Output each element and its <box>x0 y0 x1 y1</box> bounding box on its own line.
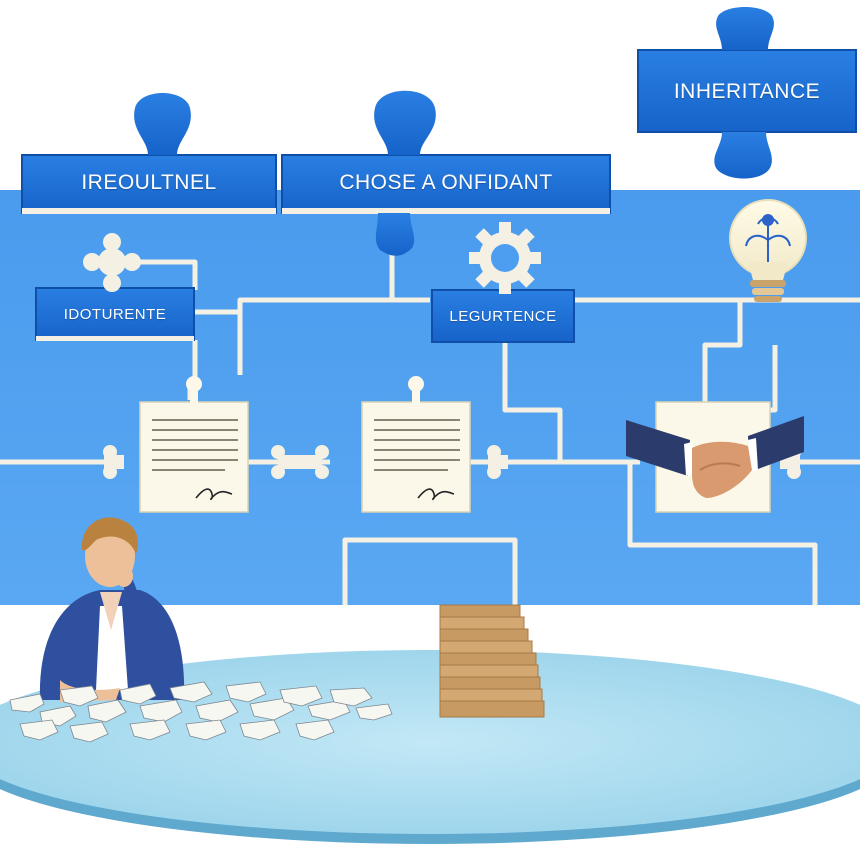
bone-connector-icon <box>487 445 508 479</box>
puzzle-pile <box>9 681 393 743</box>
handshake-icon <box>626 401 804 513</box>
label-top-left: IREOULTNEL <box>81 170 217 194</box>
tile-inheritance <box>637 7 857 179</box>
tile-top-left <box>21 93 277 214</box>
gear-icon <box>469 222 541 294</box>
label-mid-center: LEGURTENCE <box>449 307 557 325</box>
background-wall <box>0 190 860 605</box>
document-icon <box>139 376 249 513</box>
label-top-center: CHOSE A ONFIDANT <box>339 170 553 194</box>
label-mid-left: IDOTURENTE <box>63 305 167 323</box>
bone-connector-icon <box>271 445 329 479</box>
label-inheritance: INHERITANCE <box>673 80 821 103</box>
document-icon <box>361 376 471 513</box>
stairs-icon <box>439 604 545 718</box>
puzzle-piece-icon <box>83 233 141 292</box>
lightbulb-icon <box>729 199 807 302</box>
bone-connector-icon <box>103 445 124 479</box>
person-thinking <box>39 517 185 702</box>
tile-top-center <box>281 90 611 256</box>
